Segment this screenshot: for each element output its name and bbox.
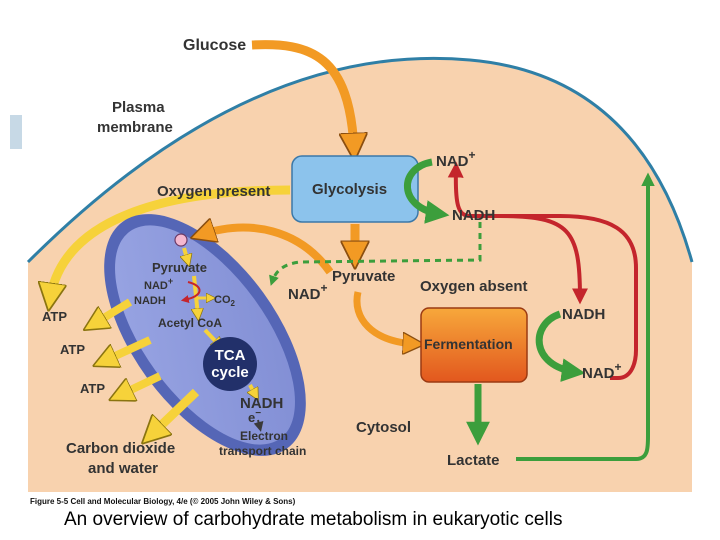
glycolysis-nad-plus: + (469, 148, 476, 162)
mito-pyruvate-arrow (184, 247, 188, 262)
cytosol-nad-text: NAD (288, 286, 321, 303)
plasma-membrane (26, 56, 694, 264)
glycolysis-nad-cycle-arrow (403, 158, 450, 224)
fermentation-nad-text: NAD (582, 365, 615, 382)
decorative-bar (10, 115, 22, 149)
fermentation-box (420, 307, 528, 383)
atp-label-2: ATP (60, 342, 85, 357)
etc-label-2: transport chain (219, 444, 306, 458)
carbon-dioxide-label-1: Carbon dioxide (66, 440, 175, 457)
cytosol-label: Cytosol (356, 419, 411, 436)
etc-label-1: Electron (240, 429, 288, 443)
fermentation-nad-plus: + (615, 360, 622, 374)
atp-arrow-1 (92, 298, 133, 325)
electron-label: e− (248, 408, 261, 425)
electron-text: e (248, 410, 255, 425)
tca-label-1: TCA (215, 347, 246, 364)
transporter-circle (174, 233, 188, 247)
pyruvate-to-mito-arrow (200, 228, 334, 275)
nadh-to-etc-arrow (253, 419, 264, 432)
co2-text: CO (214, 294, 231, 306)
mito-nadh-label: NADH (134, 295, 166, 307)
glucose-arrow (251, 40, 354, 150)
fermentation-nad-cycle-arrow (535, 310, 586, 382)
tca-cycle-circle (203, 337, 257, 391)
atp-label-1: ATP (42, 309, 67, 324)
co2-water-arrow (150, 388, 200, 436)
lactate-label: Lactate (447, 452, 500, 469)
oxygen-absent-label: Oxygen absent (420, 278, 528, 295)
mito-pyruvate-label: Pyruvate (152, 260, 207, 275)
electron-minus: − (255, 408, 261, 419)
nad-reduction-arrow (180, 281, 201, 303)
atp-arrow-3 (118, 372, 162, 396)
cytosol-nad-label: NAD+ (288, 281, 328, 303)
pyruvate-label: Pyruvate (332, 268, 395, 285)
fermentation-label: Fermentation (424, 336, 513, 352)
mito-nad-plus: + (168, 276, 173, 286)
co2-label: CO2 (214, 294, 236, 308)
oxygen-present-arrow (50, 185, 291, 300)
plasma-membrane-label-1: Plasma (112, 99, 165, 116)
atp-label-3: ATP (80, 381, 105, 396)
tca-label-2: cycle (211, 364, 249, 381)
mito-nadh-etc-label: NADH (240, 395, 283, 412)
cytosol-nad-plus: + (321, 281, 328, 295)
pyruvate-to-fermentation-arrow (353, 291, 416, 344)
source-note: Figure 5-5 Cell and Molecular Biology, 4… (30, 497, 296, 506)
glucose-label: Glucose (183, 37, 246, 54)
oxygen-present-label: Oxygen present (157, 183, 270, 200)
fermentation-nad-label: NAD+ (582, 360, 622, 382)
glycolysis-nadh-label: NADH (452, 207, 495, 224)
fermentation-nadh-label: NADH (562, 306, 605, 323)
glycolysis-box (291, 155, 419, 223)
glycolysis-nad-text: NAD (436, 153, 469, 170)
carbon-dioxide-label-2: and water (88, 460, 158, 477)
glycolysis-nad-label: NAD+ (436, 148, 476, 170)
acetyl-coa-label: Acetyl CoA (158, 316, 222, 330)
mito-nad-text: NAD (144, 280, 168, 292)
tca-to-nadh-arrow (250, 384, 256, 396)
glycolysis-label: Glycolysis (312, 181, 387, 198)
plasma-membrane-label-2: membrane (97, 119, 173, 136)
nad-red-loop-up (447, 161, 638, 380)
co2-subscript: 2 (231, 299, 236, 308)
nadh-shuttle-dashed (269, 222, 482, 286)
atp-arrow-2 (102, 336, 152, 362)
mito-nad-label: NAD+ (144, 276, 173, 292)
figure-caption: An overview of carbohydrate metabolism i… (64, 509, 563, 530)
lactate-export-arrow (516, 172, 655, 461)
